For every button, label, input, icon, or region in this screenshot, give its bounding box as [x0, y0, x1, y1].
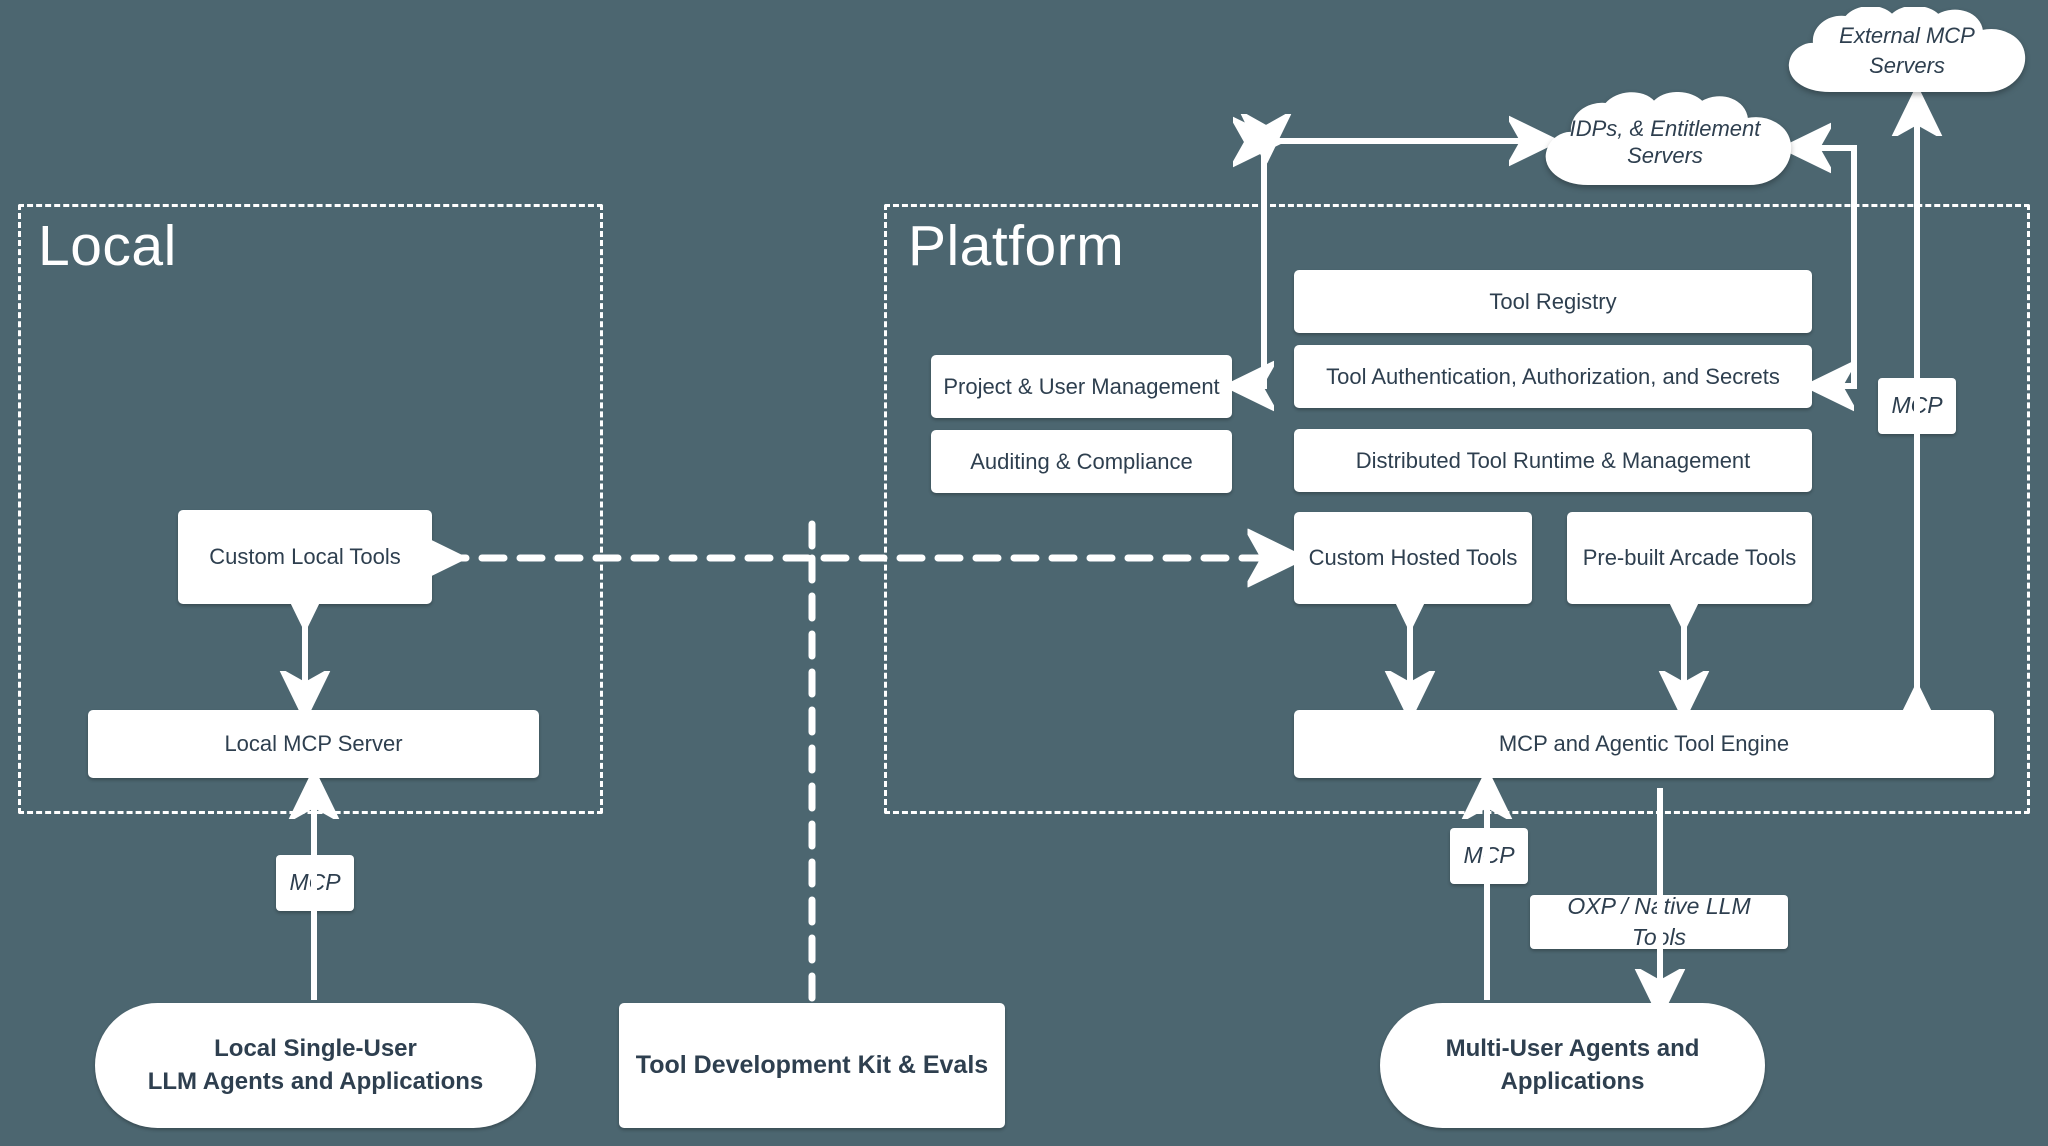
node-project-user-management[interactable]: Project & User Management	[931, 355, 1232, 418]
node-custom-hosted-tools[interactable]: Custom Hosted Tools	[1294, 512, 1532, 604]
node-prebuilt-arcade-tools[interactable]: Pre-built Arcade Tools	[1567, 512, 1812, 604]
chip-mcp-engine: MCP	[1450, 828, 1528, 884]
node-tool-authentication[interactable]: Tool Authentication, Authorization, and …	[1294, 345, 1812, 408]
node-tool-registry[interactable]: Tool Registry	[1294, 270, 1812, 333]
node-multi-user-agents-line1: Multi-User Agents and	[1445, 1035, 1700, 1063]
zone-platform-title: Platform	[908, 214, 1125, 278]
cloud-external-mcp-servers	[1778, 7, 2036, 97]
node-local-agents-line1: Local Single-User	[214, 1035, 417, 1063]
chip-mcp-local: MCP	[276, 855, 354, 911]
node-distributed-tool-runtime[interactable]: Distributed Tool Runtime & Management	[1294, 429, 1812, 492]
zone-local-title: Local	[38, 214, 177, 278]
cloud-idps-entitlement-label: IDPs, & Entitlement Servers	[1569, 115, 1761, 169]
chip-mcp-right: MCP	[1878, 378, 1956, 434]
node-tool-development-kit[interactable]: Tool Development Kit & Evals	[619, 1003, 1005, 1128]
node-mcp-agentic-tool-engine[interactable]: MCP and Agentic Tool Engine	[1294, 710, 1994, 778]
cloud-external-mcp-servers-label: External MCP Servers	[1839, 23, 1975, 78]
node-local-mcp-server[interactable]: Local MCP Server	[88, 710, 539, 778]
node-multi-user-agents-line2: Applications	[1500, 1067, 1645, 1095]
node-multi-user-agents[interactable]: Multi-User Agents and Applications	[1380, 1003, 1765, 1128]
node-auditing-compliance[interactable]: Auditing & Compliance	[931, 430, 1232, 493]
arrow-project-user-management-to-idps	[1264, 140, 1266, 145]
arrow-to-idps-cloud-left	[1261, 141, 1540, 145]
node-local-agents-line2: LLM Agents and Applications	[147, 1067, 484, 1095]
node-custom-local-tools[interactable]: Custom Local Tools	[178, 510, 432, 604]
node-local-agents[interactable]: Local Single-User LLM Agents and Applica…	[95, 1003, 536, 1128]
chip-oxp-native-llm-tools: OXP / Native LLM Tools	[1530, 893, 1788, 950]
zone-platform	[884, 204, 2030, 814]
